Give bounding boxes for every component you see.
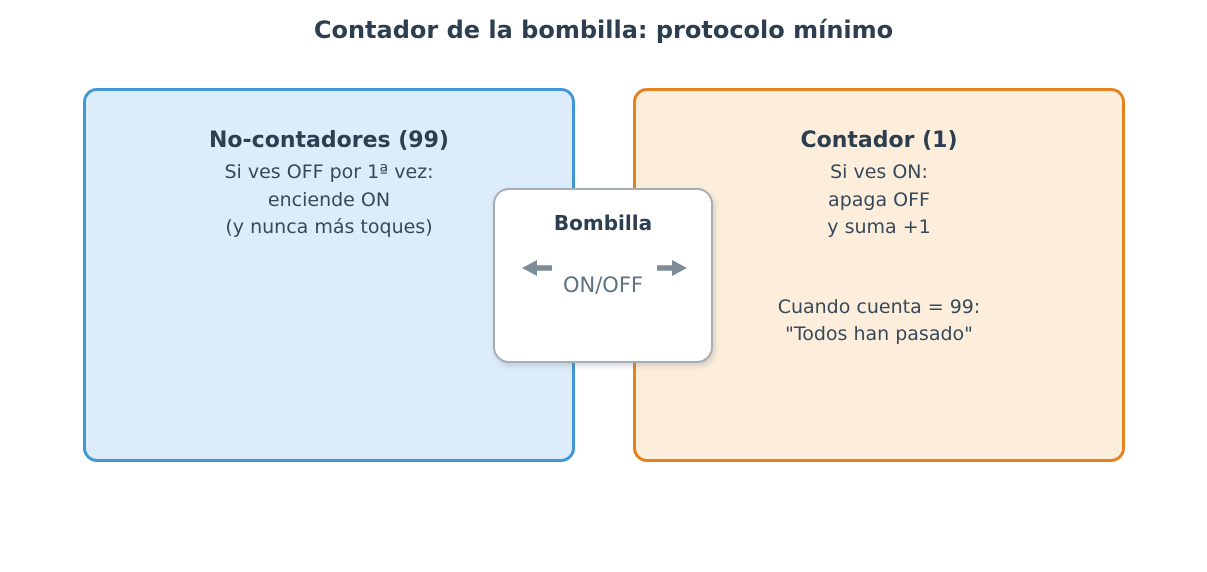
rule-line: Cuando cuenta = 99: — [777, 295, 981, 318]
counter-rules: Si ves ON: apaga OFF y suma +1 Cuando cu… — [636, 159, 1122, 349]
rule-line: Si ves ON: — [830, 161, 928, 183]
rule-line: "Todos han pasado" — [785, 323, 973, 345]
counter-box-title: Contador (1) — [800, 128, 958, 153]
non-counters-rules: Si ves OFF por 1ª vez: enciende ON (y nu… — [86, 159, 572, 242]
bulb-box-title: Bombilla — [553, 211, 653, 235]
rule-line: (y nunca más toques) — [225, 216, 433, 238]
rule-line: enciende ON — [267, 188, 391, 211]
page-title: Contador de la bombilla: protocolo mínim… — [313, 16, 894, 44]
non-counters-box-title: No-contadores (99) — [209, 128, 449, 153]
rule-line: apaga OFF — [828, 188, 930, 211]
left-arrow-icon — [522, 260, 552, 276]
counter-end-condition: Cuando cuenta = 99: "Todos han pasado" — [636, 294, 1122, 349]
right-arrow-icon — [657, 260, 687, 276]
bulb-box: Bombilla ON/OFF — [493, 188, 713, 363]
counter-box: Contador (1) Si ves ON: apaga OFF y suma… — [633, 88, 1125, 462]
bulb-state-label: ON/OFF — [562, 273, 643, 297]
rule-line: y suma +1 — [827, 216, 931, 238]
rule-line: Si ves OFF por 1ª vez: — [224, 161, 434, 183]
